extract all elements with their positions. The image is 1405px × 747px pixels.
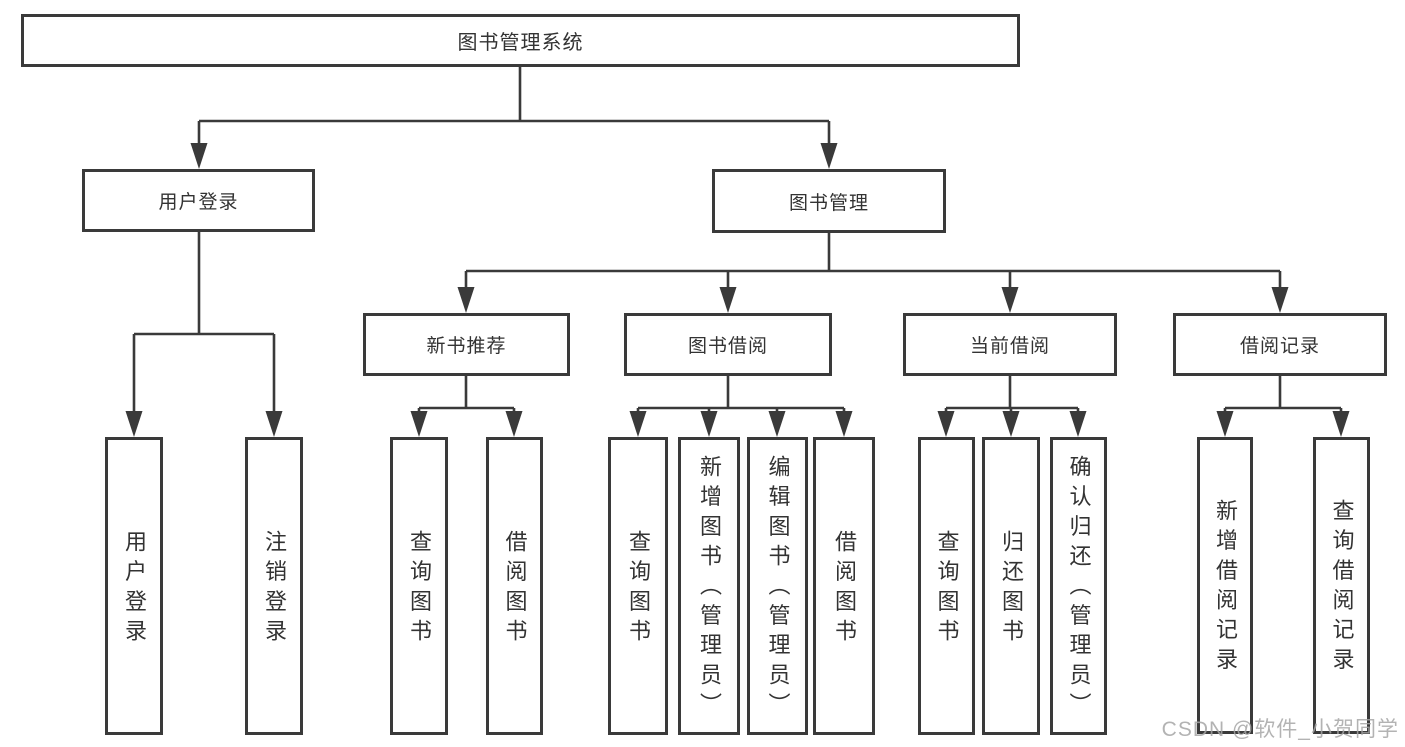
leaf-query-books-current: 查询图书 xyxy=(918,437,975,735)
leaf-edit-book-admin: 编辑图书（管理员） xyxy=(747,437,808,735)
node-user-login: 用户登录 xyxy=(82,169,315,232)
leaf-borrow-books-recommend: 借阅图书 xyxy=(486,437,543,735)
connector-current-borrow-branch xyxy=(944,376,1080,416)
node-library-management-system: 图书管理系统 xyxy=(21,14,1020,67)
arrowheads xyxy=(125,143,1350,437)
leaf-return-books: 归还图书 xyxy=(982,437,1040,735)
connector-book-borrow-branch xyxy=(636,376,846,416)
leaf-user-login: 用户登录 xyxy=(105,437,163,735)
leaf-add-borrow-record: 新增借阅记录 xyxy=(1197,437,1253,734)
connector-book-management-branch xyxy=(464,233,1282,290)
connector-root-to-level2 xyxy=(197,67,831,146)
node-current-borrow: 当前借阅 xyxy=(903,313,1117,376)
csdn-watermark: CSDN @软件_小贺同学 xyxy=(1161,718,1399,741)
node-book-borrow: 图书借阅 xyxy=(624,313,832,376)
leaf-query-books-recommend: 查询图书 xyxy=(390,437,448,735)
connector-user-login-branch xyxy=(132,232,276,414)
node-new-book-recommend: 新书推荐 xyxy=(363,313,570,376)
connector-borrow-records-branch xyxy=(1223,376,1343,416)
leaf-query-borrow-record: 查询借阅记录 xyxy=(1313,437,1370,734)
node-borrow-records: 借阅记录 xyxy=(1173,313,1387,376)
leaf-confirm-return-admin: 确认归还（管理员） xyxy=(1050,437,1107,735)
leaf-query-books-borrow: 查询图书 xyxy=(608,437,668,735)
connector-new-book-recommend-branch xyxy=(417,376,516,416)
node-book-management: 图书管理 xyxy=(712,169,946,233)
leaf-add-book-admin: 新增图书（管理员） xyxy=(678,437,740,735)
leaf-borrow-books: 借阅图书 xyxy=(813,437,875,735)
leaf-logout: 注销登录 xyxy=(245,437,303,735)
